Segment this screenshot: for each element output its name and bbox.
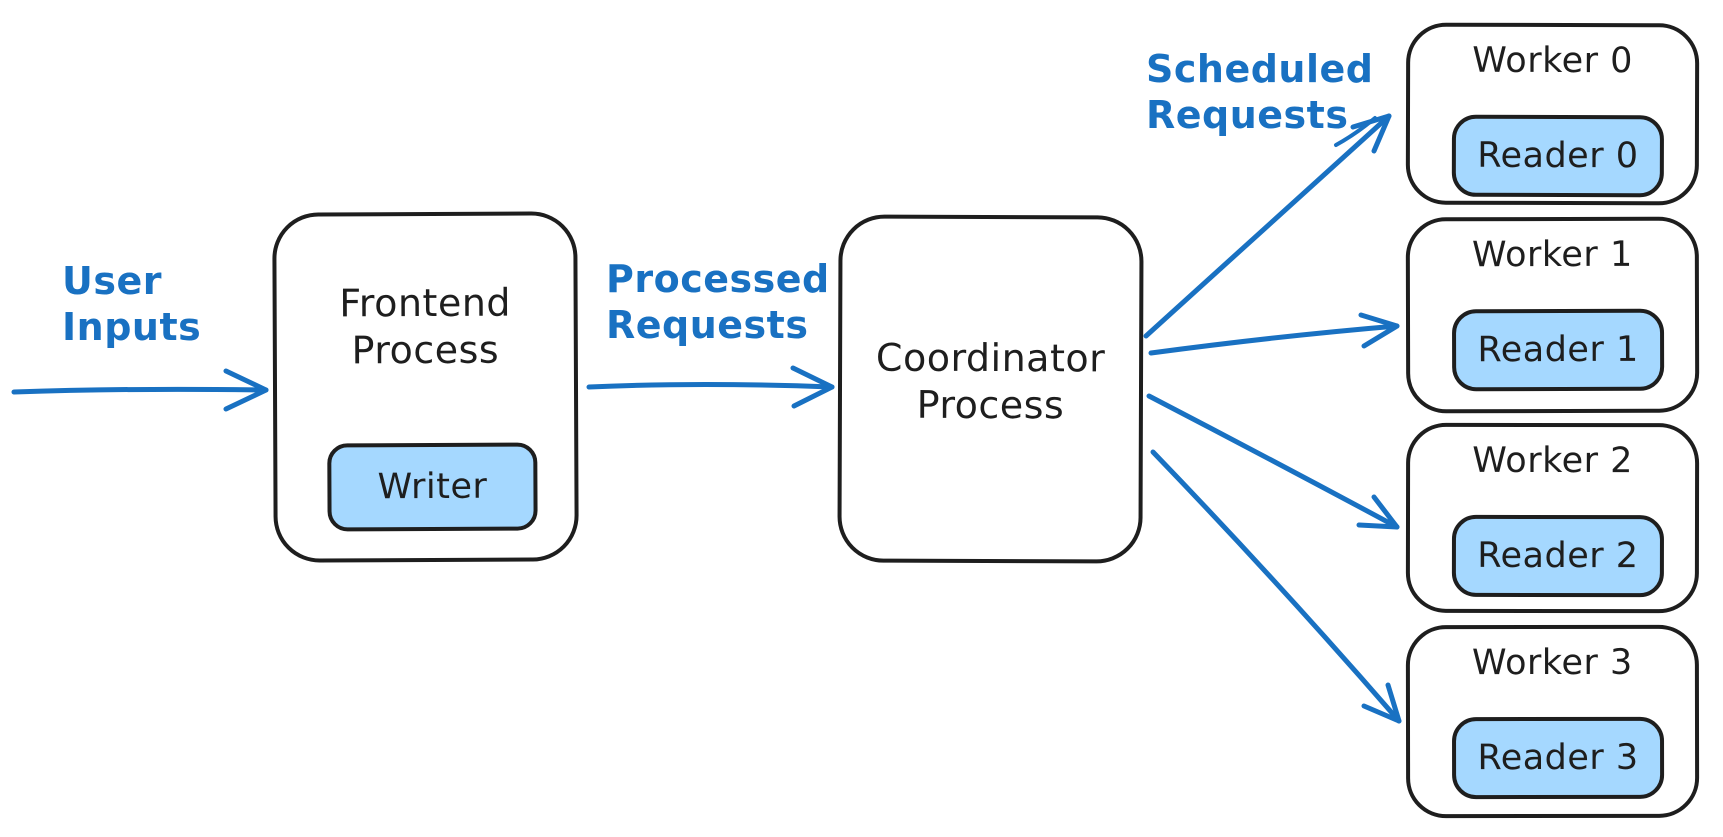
- title-line: Frontend: [339, 280, 512, 326]
- arrow-coordinator-to-worker-1: [1148, 312, 1400, 356]
- coordinator-process-title: Coordinator Process: [842, 218, 1140, 429]
- title-line: Process: [351, 327, 500, 373]
- worker-title: Worker 0: [1472, 40, 1634, 82]
- label-user-inputs: User Inputs: [62, 258, 201, 351]
- worker-title: Worker 1: [1471, 234, 1633, 276]
- arrow-coordinator-to-worker-2: [1146, 393, 1400, 530]
- node-worker-1: Worker 1 Reader 1: [1405, 216, 1700, 414]
- node-reader-2: Reader 2: [1451, 514, 1665, 598]
- reader-label: Reader 1: [1477, 329, 1639, 371]
- label-line: Scheduled: [1146, 47, 1374, 91]
- arrow-user-to-frontend: [11, 368, 269, 412]
- label-processed-requests: Processed Requests: [606, 256, 830, 349]
- frontend-process-title: Frontend Process: [276, 215, 574, 375]
- title-line: Process: [916, 382, 1065, 428]
- reader-label: Reader 2: [1477, 535, 1639, 577]
- label-line: Inputs: [62, 305, 202, 350]
- node-reader-3: Reader 3: [1451, 716, 1665, 800]
- arrow-coordinator-to-worker-0: [1143, 113, 1392, 339]
- writer-label: Writer: [377, 466, 488, 508]
- title-line: Coordinator: [875, 335, 1106, 381]
- node-coordinator-process: Coordinator Process: [837, 214, 1144, 564]
- node-reader-0: Reader 0: [1451, 114, 1664, 198]
- node-worker-0: Worker 0 Reader 0: [1405, 22, 1700, 206]
- worker-title: Worker 3: [1472, 642, 1633, 684]
- node-reader-1: Reader 1: [1451, 308, 1665, 392]
- reader-label: Reader 0: [1477, 135, 1639, 177]
- label-line: Requests: [1146, 93, 1349, 138]
- node-writer: Writer: [327, 442, 538, 532]
- node-worker-2: Worker 2 Reader 2: [1405, 422, 1700, 614]
- label-line: Processed: [606, 257, 830, 301]
- label-line: Requests: [606, 303, 809, 348]
- label-scheduled-requests: Scheduled Requests: [1146, 46, 1373, 139]
- node-frontend-process: Frontend Process Writer: [272, 211, 579, 563]
- worker-title: Worker 2: [1472, 440, 1633, 482]
- arrow-frontend-to-coordinator: [586, 365, 835, 409]
- arrow-coordinator-to-worker-3: [1150, 449, 1402, 724]
- node-worker-3: Worker 3 Reader 3: [1405, 624, 1700, 819]
- reader-label: Reader 3: [1477, 737, 1639, 779]
- label-line: User: [62, 259, 162, 303]
